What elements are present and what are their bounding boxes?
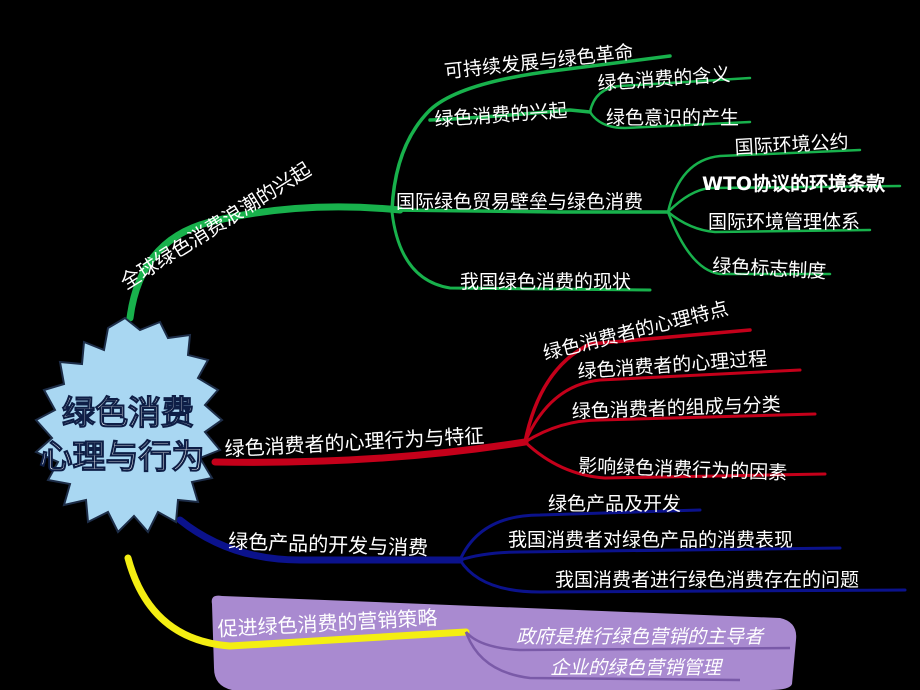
red-branch bbox=[211, 328, 827, 480]
node-wto-acronym: WTO bbox=[702, 173, 752, 195]
node-eco-label[interactable]: 绿色标志制度 bbox=[712, 255, 827, 283]
node-influence[interactable]: 影响绿色消费行为的因素 bbox=[578, 455, 788, 484]
green-branch bbox=[126, 54, 902, 322]
center-burst bbox=[34, 316, 224, 534]
node-env-convention[interactable]: 国际环境公约 bbox=[734, 131, 849, 159]
node-consumer-problems[interactable]: 我国消费者进行绿色消费存在的问题 bbox=[555, 569, 859, 591]
node-consumer-performance[interactable]: 我国消费者对绿色产品的消费表现 bbox=[508, 529, 793, 551]
center-title-line2: 心理与行为 bbox=[40, 437, 205, 476]
node-trade-barrier[interactable]: 国际绿色贸易壁垒与绿色消费 bbox=[396, 191, 643, 213]
node-composition[interactable]: 绿色消费者的组成与分类 bbox=[571, 394, 781, 423]
node-wto-text: 协议的环境条款 bbox=[752, 172, 886, 195]
blue-branch bbox=[176, 508, 907, 594]
node-green-product-dev[interactable]: 绿色产品及开发 bbox=[548, 493, 681, 515]
node-china-status[interactable]: 我国绿色消费的现状 bbox=[460, 271, 631, 293]
center-node[interactable]: 绿色消费 心理与行为 bbox=[34, 316, 224, 534]
yellow-children bbox=[464, 631, 791, 682]
node-enterprise-marketing[interactable]: 企业的绿色营销管理 bbox=[550, 657, 724, 679]
node-rise-meaning[interactable]: 绿色消费的含义 bbox=[597, 64, 731, 95]
node-env-management[interactable]: 国际环境管理体系 bbox=[708, 211, 860, 233]
marketing-panel bbox=[211, 595, 797, 690]
center-title-line1: 绿色消费 bbox=[62, 393, 194, 432]
node-wto[interactable]: WTO协议的环境条款 bbox=[702, 172, 886, 195]
node-rise-awareness[interactable]: 绿色意识的产生 bbox=[606, 107, 739, 129]
yellow-branch bbox=[124, 554, 470, 650]
green-branch-label[interactable]: 全球绿色消费浪潮的兴起 bbox=[116, 157, 315, 294]
node-government-lead[interactable]: 政府是推行绿色营销的主导者 bbox=[516, 626, 765, 648]
node-green-rise[interactable]: 绿色消费的兴起 bbox=[434, 100, 568, 131]
